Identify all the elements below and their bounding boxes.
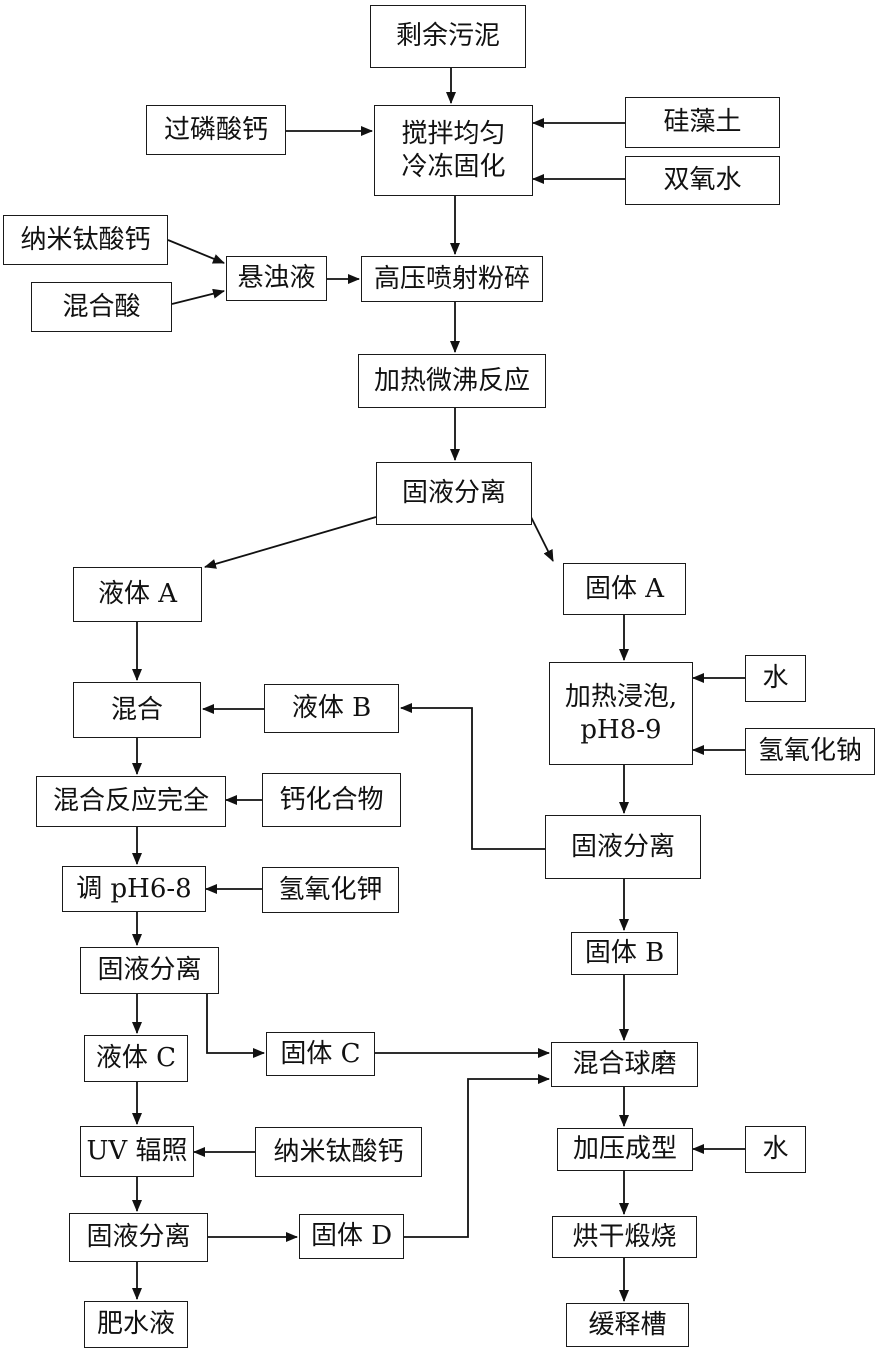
label-solid-a: 固体 A xyxy=(585,573,664,606)
node-nano-ct-1: 纳米钛酸钙 xyxy=(3,215,168,265)
arrow-sep1-to-liquida xyxy=(205,517,376,567)
label-adjust-ph: 调 pH6-8 xyxy=(76,873,191,906)
node-dry-calcine: 烘干煅烧 xyxy=(552,1216,697,1258)
label-solid-d: 固体 D xyxy=(311,1220,392,1253)
node-mixed-acid: 混合酸 xyxy=(31,282,172,332)
node-sep-2: 固液分离 xyxy=(545,815,701,879)
label-sep-4: 固液分离 xyxy=(86,1221,190,1254)
node-sep-1: 固液分离 xyxy=(376,462,532,525)
label-koh: 氢氧化钾 xyxy=(278,874,382,907)
label-fertilizer: 肥水液 xyxy=(97,1308,175,1341)
label-soak-line2: pH8-9 xyxy=(580,714,661,747)
node-slow-release: 缓释槽 xyxy=(566,1303,689,1347)
node-superphosphate: 过磷酸钙 xyxy=(146,105,286,155)
label-slow-release: 缓释槽 xyxy=(588,1309,666,1342)
node-press: 加压成型 xyxy=(557,1128,693,1171)
node-sludge: 剩余污泥 xyxy=(370,5,526,68)
node-solid-c: 固体 C xyxy=(266,1032,375,1076)
label-solid-c: 固体 C xyxy=(280,1038,360,1071)
label-soak-line1: 加热浸泡, xyxy=(565,681,677,714)
label-sep-3: 固液分离 xyxy=(97,954,201,987)
label-solid-b: 固体 B xyxy=(585,937,664,970)
label-dry-calcine: 烘干煅烧 xyxy=(572,1221,676,1254)
label-jet-mill: 高压喷射粉碎 xyxy=(374,263,530,296)
label-superphosphate: 过磷酸钙 xyxy=(164,114,268,147)
arrow-sep2-to-liquidb xyxy=(401,708,545,849)
node-solid-b: 固体 B xyxy=(571,932,678,975)
node-naoh: 氢氧化钠 xyxy=(745,728,875,775)
label-peroxide: 双氧水 xyxy=(663,164,741,197)
label-stir-line1: 搅拌均匀 xyxy=(401,118,505,151)
node-stir-freeze: 搅拌均匀 冷冻固化 xyxy=(374,105,533,196)
arrow-mixedacid-to-suspension xyxy=(172,291,224,304)
label-water-1: 水 xyxy=(762,662,788,695)
node-liquid-a: 液体 A xyxy=(73,567,202,622)
label-nano-ct-1: 纳米钛酸钙 xyxy=(20,224,150,257)
arrow-nanoct-to-suspension xyxy=(168,240,224,263)
arrow-solidd-to-ballmill xyxy=(404,1079,549,1237)
node-ball-mill: 混合球磨 xyxy=(551,1042,698,1087)
label-sep-1: 固液分离 xyxy=(402,477,506,510)
label-ball-mill: 混合球磨 xyxy=(572,1048,676,1081)
node-mix: 混合 xyxy=(73,682,201,738)
node-fertilizer: 肥水液 xyxy=(84,1301,188,1348)
node-mix-react: 混合反应完全 xyxy=(36,776,226,827)
node-liquid-b: 液体 B xyxy=(264,684,399,733)
label-diatomite: 硅藻土 xyxy=(663,106,741,139)
node-sep-3: 固液分离 xyxy=(80,947,219,994)
node-water-2: 水 xyxy=(745,1126,806,1173)
node-solid-d: 固体 D xyxy=(299,1214,404,1259)
node-nano-ct-2: 纳米钛酸钙 xyxy=(255,1127,422,1177)
node-sep-4: 固液分离 xyxy=(69,1213,208,1262)
label-press: 加压成型 xyxy=(573,1133,677,1166)
label-uv: UV 辐照 xyxy=(87,1135,188,1168)
label-calcium: 钙化合物 xyxy=(279,784,383,817)
label-heat-boil: 加热微沸反应 xyxy=(374,365,530,398)
node-suspension: 悬浊液 xyxy=(226,256,327,301)
label-mix: 混合 xyxy=(111,694,163,727)
arrow-sep3-to-solidc xyxy=(207,994,264,1053)
label-nano-ct-2: 纳米钛酸钙 xyxy=(273,1136,403,1169)
label-liquid-a: 液体 A xyxy=(98,578,177,611)
node-water-1: 水 xyxy=(745,655,806,702)
label-stir-line2: 冷冻固化 xyxy=(401,151,505,184)
label-sludge: 剩余污泥 xyxy=(396,20,500,53)
node-calcium: 钙化合物 xyxy=(262,773,401,827)
node-jet-mill: 高压喷射粉碎 xyxy=(361,256,543,302)
label-mixed-acid: 混合酸 xyxy=(62,291,140,324)
node-liquid-c: 液体 C xyxy=(84,1035,188,1082)
node-uv: UV 辐照 xyxy=(80,1126,194,1177)
node-koh: 氢氧化钾 xyxy=(262,867,399,913)
node-solid-a: 固体 A xyxy=(563,563,686,615)
label-water-2: 水 xyxy=(762,1133,788,1166)
node-peroxide: 双氧水 xyxy=(625,156,780,205)
node-diatomite: 硅藻土 xyxy=(625,97,780,148)
label-mix-react: 混合反应完全 xyxy=(53,785,209,818)
label-suspension: 悬浊液 xyxy=(237,262,315,295)
label-liquid-b: 液体 B xyxy=(292,692,371,725)
node-adjust-ph: 调 pH6-8 xyxy=(62,866,206,912)
node-soak: 加热浸泡, pH8-9 xyxy=(549,662,693,765)
node-heat-boil: 加热微沸反应 xyxy=(358,354,546,408)
label-naoh: 氢氧化钠 xyxy=(758,735,862,768)
label-sep-2: 固液分离 xyxy=(571,831,675,864)
label-liquid-c: 液体 C xyxy=(96,1042,176,1075)
arrow-sep1-to-solida xyxy=(531,517,553,561)
